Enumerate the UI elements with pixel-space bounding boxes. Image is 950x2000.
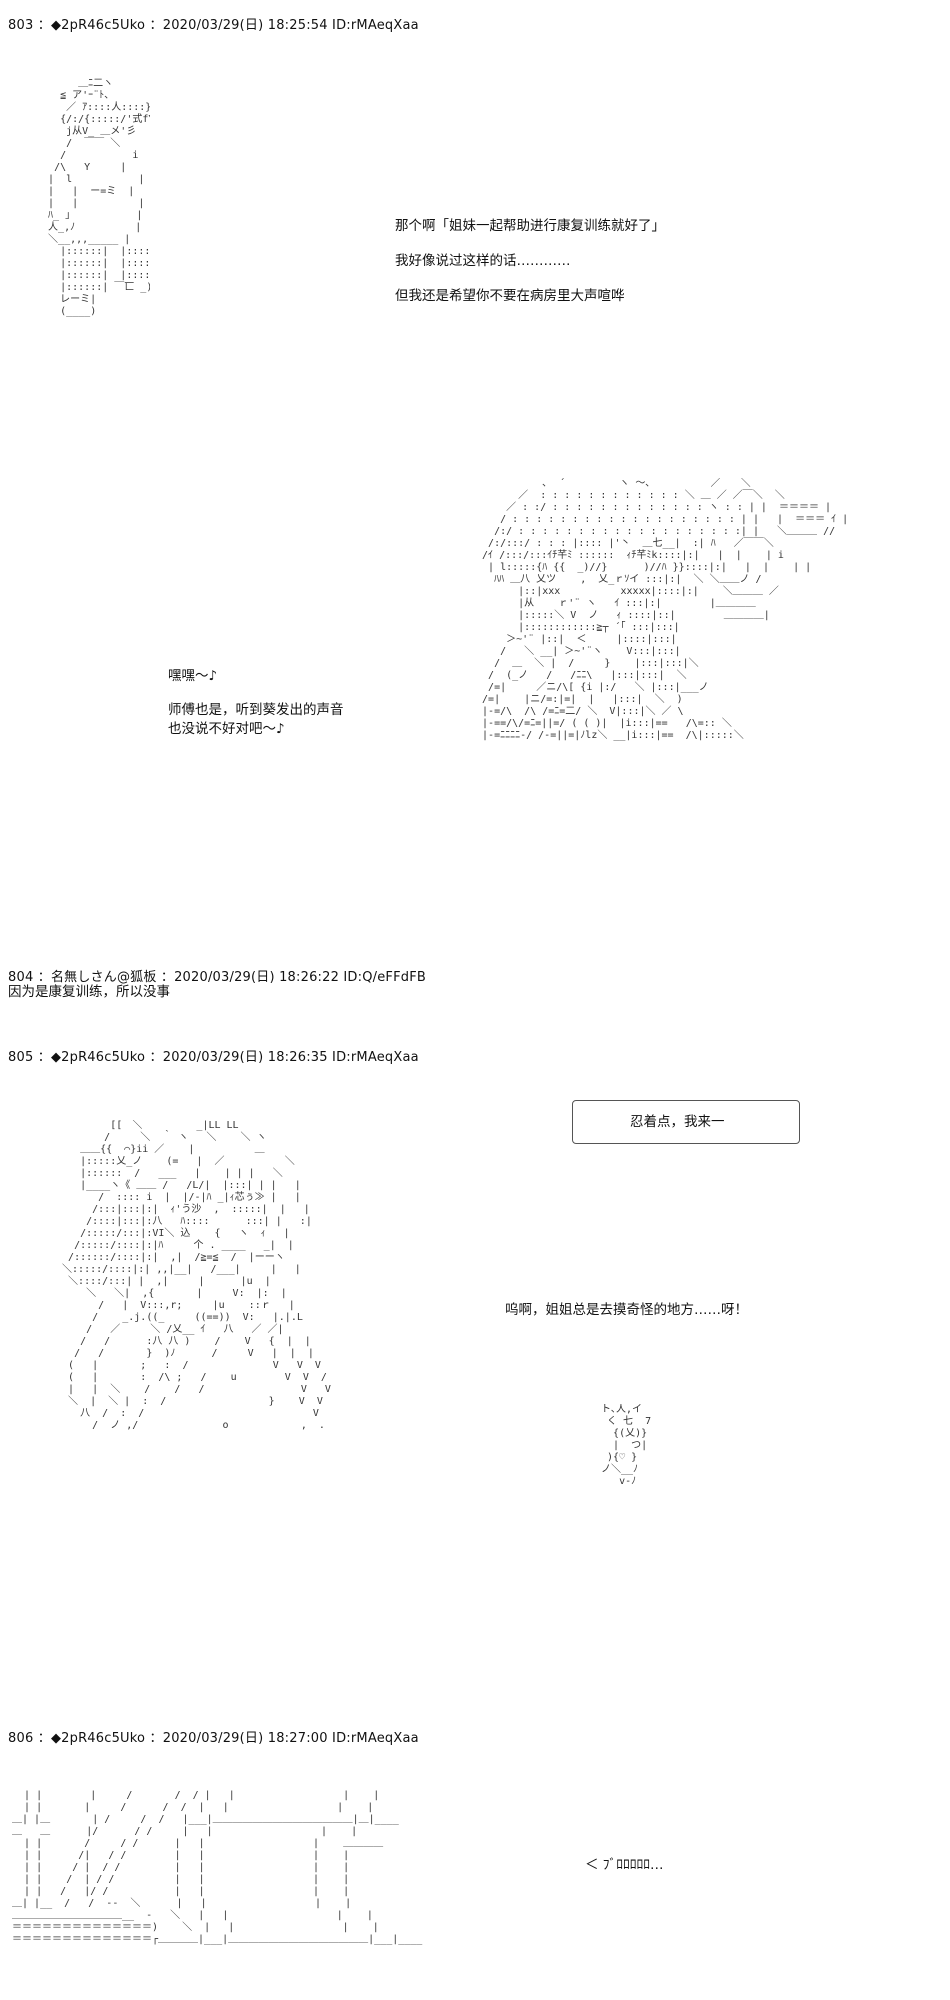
post-header-803: 803 ：◆2pR46c5Uko ：2020/03/29(日) 18:25:54… (8, 18, 419, 33)
dialogue-line: 但我还是希望你不要在病房里大声喧哗 (395, 288, 625, 304)
dialogue-line: 那个啊「姐妹一起帮助进行康复训练就好了」 (395, 218, 665, 234)
ascii-art-figure-standing: ＿ﾆ二ヽ ≦ ア'ｰ¨ﾄ、 ／ ｱ::::人::::} {/:/{:::::/'… (48, 78, 150, 317)
speech-bubble-text: 忍着点，我来一 (630, 1114, 725, 1130)
post-body-804: 因为是康复训练，所以没事 (8, 984, 170, 1000)
dialogue-line: 呜啊，姐姐总是去摸奇怪的地方……呀！ (505, 1302, 748, 1318)
dialogue-line: 师傅也是，听到葵发出的声音 (168, 702, 344, 718)
speech-bubble (572, 1100, 800, 1144)
dialogue-line: 我好像说过这样的话………… (395, 253, 571, 269)
ascii-art-hospital-window: | | | / / / | | | | | | | / / / | | | | … (12, 1790, 423, 1945)
dialogue-line: 嘿嘿～♪ (168, 668, 218, 684)
ascii-art-two-sisters: [[￣＼ _|LL LL / ＼ ｀ ヽ ＼ ＼ ヽ ＿＿{{ ⌒}ii ／ |… (62, 1120, 331, 1431)
ascii-art-girl-with-ribbon: ､ ´ ￣￣ ｀ ヽ ～､ ／￣￣＼ ／ : : : : : : : : : :… (482, 478, 849, 741)
post-header-806: 806 ：◆2pR46c5Uko ：2020/03/29(日) 18:27:00… (8, 1731, 419, 1746)
dialogue-line: 也没说不好对吧～♪ (168, 721, 285, 737)
post-header-804: 804 ：名無しさん@狐板 ：2020/03/29(日) 18:26:22 ID… (8, 970, 427, 985)
dialogue-line: ＜ ﾌﾞﾛﾛﾛﾛﾛ… (585, 1857, 664, 1873)
ascii-art-small-mascot: ト､人,イ く 七 7 {(乂)} | つ| ){♡ } ノ＼__ﾉ v-ﾉ (601, 1404, 652, 1487)
post-header-805: 805 ：◆2pR46c5Uko ：2020/03/29(日) 18:26:35… (8, 1050, 419, 1065)
